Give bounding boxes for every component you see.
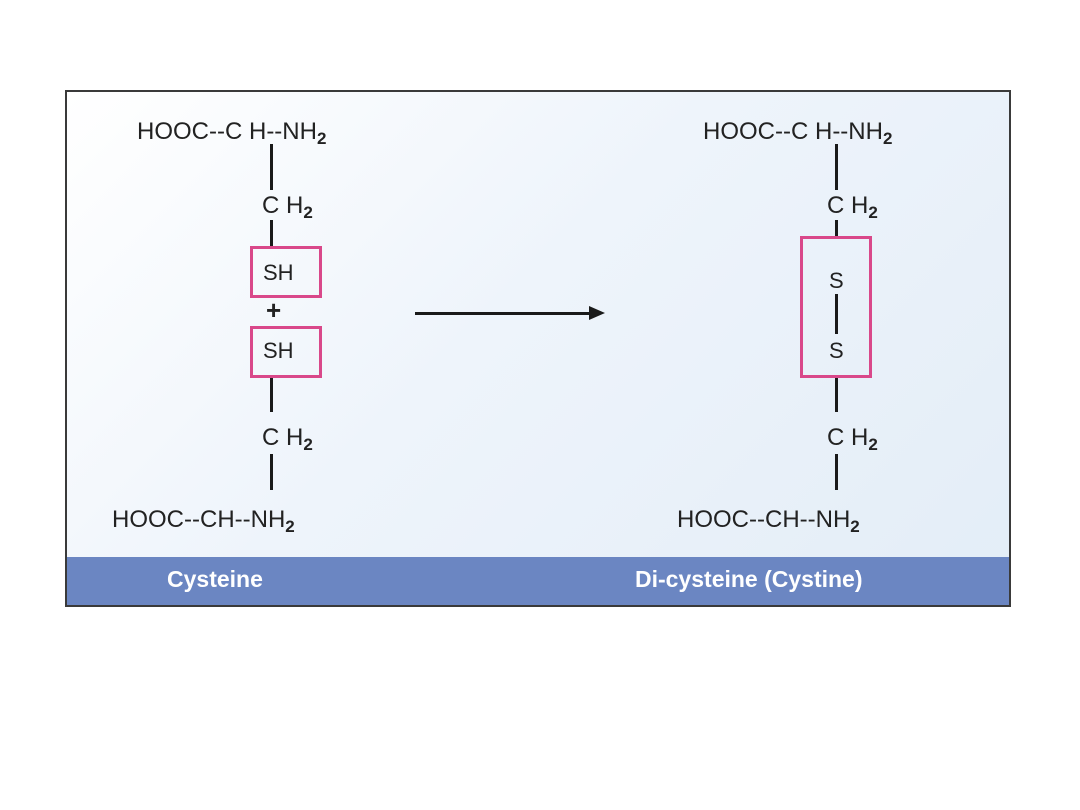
right-ch2-bottom-subscript: 2 bbox=[868, 435, 878, 454]
right-top-formula: HOOC--C H--NH2 bbox=[703, 118, 893, 148]
right-bottom-formula-subscript: 2 bbox=[850, 517, 860, 536]
left-ch2-bottom-subscript: 2 bbox=[303, 435, 313, 454]
left-ch2-top-text: C H bbox=[262, 192, 304, 219]
right-caption: Di-cysteine (Cystine) bbox=[635, 566, 863, 592]
caption-bar: Cysteine Di-cysteine (Cystine) bbox=[67, 557, 1009, 605]
left-caption: Cysteine bbox=[167, 566, 263, 592]
left-sh-bottom-box bbox=[250, 326, 322, 378]
left-plus-sign: + bbox=[266, 295, 282, 325]
reaction-arrow-shaft bbox=[415, 312, 591, 315]
right-s-top: S bbox=[829, 268, 844, 293]
left-sh-top-box bbox=[250, 246, 322, 298]
left-ch2-top-subscript: 2 bbox=[303, 203, 313, 222]
right-disulfide-box bbox=[800, 236, 872, 378]
left-bond-4 bbox=[270, 454, 273, 490]
left-sh-bottom: SH bbox=[263, 338, 294, 363]
right-bond-2 bbox=[835, 220, 838, 238]
left-top-formula-subscript: 2 bbox=[316, 129, 327, 148]
right-bond-4 bbox=[835, 454, 838, 490]
reaction-figure: HOOC--C H--NH2 C H2 SH + SH C H2 HOOC--C… bbox=[65, 90, 1011, 607]
right-ch2-bottom-text: C H bbox=[827, 424, 869, 451]
left-ch2-bottom: C H2 bbox=[262, 424, 313, 454]
right-ch2-top-text: C H bbox=[827, 192, 869, 219]
right-bond-3 bbox=[835, 378, 838, 412]
right-bond-1 bbox=[835, 144, 838, 190]
reaction-arrow-head-icon bbox=[589, 306, 605, 320]
right-bottom-formula-text: HOOC--CH--NH bbox=[677, 506, 851, 533]
left-bond-3 bbox=[270, 378, 273, 412]
right-top-formula-subscript: 2 bbox=[882, 129, 893, 148]
left-bond-2 bbox=[270, 220, 273, 248]
right-top-formula-text: HOOC--C H--NH bbox=[703, 118, 883, 145]
right-ch2-top: C H2 bbox=[827, 192, 878, 222]
left-ch2-top: C H2 bbox=[262, 192, 313, 222]
left-bottom-formula: HOOC--CH--NH2 bbox=[112, 506, 295, 536]
right-bottom-formula: HOOC--CH--NH2 bbox=[677, 506, 860, 536]
right-s-bottom: S bbox=[829, 338, 844, 363]
left-bottom-formula-text: HOOC--CH--NH bbox=[112, 506, 286, 533]
left-ch2-bottom-text: C H bbox=[262, 424, 304, 451]
left-top-formula: HOOC--C H--NH2 bbox=[137, 118, 327, 148]
left-top-formula-text: HOOC--C H--NH bbox=[137, 118, 317, 145]
left-bottom-formula-subscript: 2 bbox=[285, 517, 295, 536]
right-ch2-top-subscript: 2 bbox=[868, 203, 878, 222]
right-disulfide-bond bbox=[835, 294, 838, 334]
left-bond-1 bbox=[270, 144, 273, 190]
right-ch2-bottom: C H2 bbox=[827, 424, 878, 454]
left-sh-top: SH bbox=[263, 260, 294, 285]
